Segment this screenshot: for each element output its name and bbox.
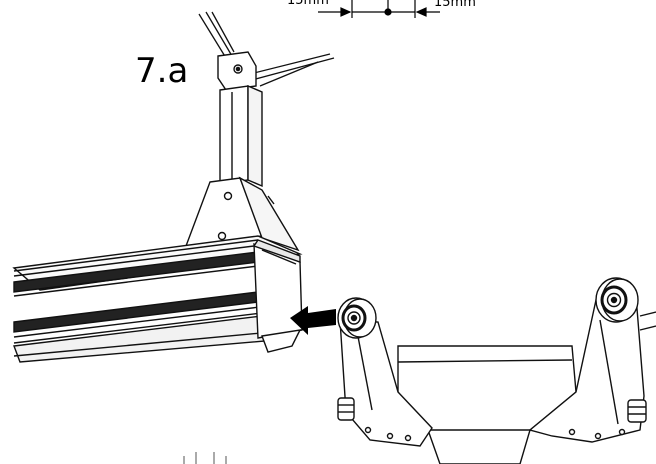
dimension-right-label: 15mm bbox=[434, 0, 476, 10]
vertical-column bbox=[217, 51, 263, 188]
right-pulley bbox=[595, 277, 639, 323]
dimension-marker bbox=[318, 0, 440, 18]
extrusion-beam bbox=[12, 235, 303, 363]
floor-marks bbox=[183, 452, 227, 464]
left-pulley bbox=[337, 297, 377, 339]
mounting-bracket bbox=[184, 176, 300, 252]
dimension-left-label: 15mm bbox=[287, 0, 329, 8]
pulley-frame bbox=[337, 295, 656, 464]
step-label: 7.a bbox=[135, 51, 188, 91]
support-arms bbox=[198, 11, 335, 87]
insert-direction-arrow bbox=[290, 306, 336, 335]
